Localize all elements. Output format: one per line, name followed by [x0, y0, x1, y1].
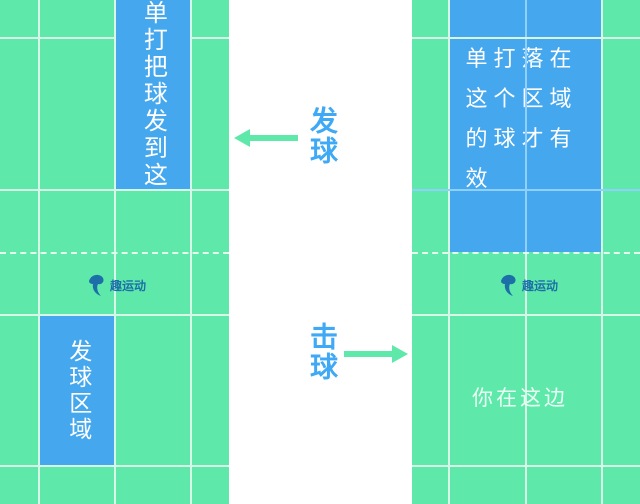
- dolphin-icon: [89, 274, 104, 296]
- you-here-text: 你在这边: [472, 386, 568, 410]
- short-service-line: [412, 314, 640, 316]
- hit-arrow-icon: [344, 345, 408, 363]
- serve-area-text: 发球区域: [64, 338, 91, 443]
- short-service-line: [0, 314, 229, 316]
- serve-target-text: 单打把球发到这: [139, 0, 168, 189]
- back-service-line: [412, 37, 640, 39]
- serve-arrow-icon: [234, 129, 298, 147]
- net-line: [0, 252, 229, 254]
- short-service-line: [0, 189, 229, 191]
- logo-text: 趣运动: [522, 278, 559, 293]
- right-court: 单打落在这个区域的球才有效 趣运动 你在这边: [412, 0, 640, 504]
- serve-area-zone: 发球区域: [40, 316, 114, 465]
- back-service-line: [0, 465, 229, 467]
- dolphin-icon: [501, 274, 516, 296]
- serve-target-zone: 单打把球发到这: [116, 0, 190, 189]
- logo-text: 趣运动: [110, 278, 147, 293]
- back-service-line: [0, 37, 229, 39]
- left-court: 单打把球发到这 发球区域 趣运动: [0, 0, 229, 504]
- logo: 趣运动: [86, 272, 146, 298]
- hit-label: 击球: [306, 322, 339, 382]
- valid-area-text: 单打落在这个区域的球才有效: [465, 47, 578, 192]
- center-line-zone: [525, 0, 527, 252]
- short-service-line: [412, 189, 640, 191]
- serve-label: 发球: [306, 106, 339, 166]
- logo: 趣运动: [498, 272, 558, 298]
- back-service-line: [412, 465, 640, 467]
- net-line: [412, 252, 640, 254]
